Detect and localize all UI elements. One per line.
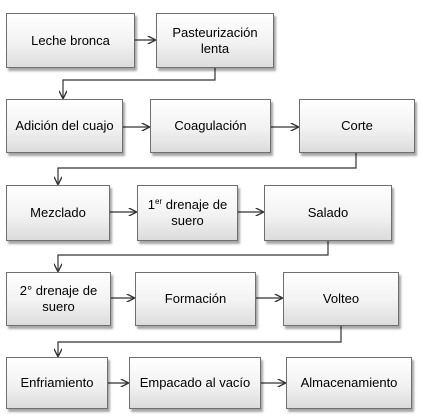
- arrow-s5-s6: [58, 153, 357, 184]
- step-volteo: Volteo: [283, 272, 399, 326]
- step-salado: Salado: [264, 185, 392, 241]
- step-label: 1er drenaje de suero: [142, 197, 233, 229]
- arrow-s2-s3: [63, 68, 216, 98]
- ordinal-superscript: er: [155, 197, 163, 206]
- step-label: Almacenamiento: [300, 375, 398, 390]
- ordinal-number: 1: [147, 197, 156, 212]
- step-coagulacion: Coagulación: [150, 99, 271, 153]
- step-adicion-cuajo: Adición del cuajo: [6, 99, 123, 153]
- step-formacion: Formación: [135, 272, 256, 326]
- step-label: Empacado al vacío: [139, 375, 251, 390]
- step-leche-bronca: Leche bronca: [6, 13, 135, 68]
- step-label: Volteo: [322, 291, 360, 306]
- step-almacenamiento: Almacenamiento: [286, 357, 412, 409]
- step-label: Salado: [307, 205, 349, 220]
- step-label: Enfriamiento: [20, 375, 94, 390]
- step-corte: Corte: [299, 99, 415, 153]
- step-primer-drenaje-suero: 1er drenaje de suero: [137, 185, 238, 241]
- step-label: Formación: [164, 291, 227, 306]
- step-label: 2° drenaje de suero: [19, 283, 98, 314]
- arrow-s8-s9: [58, 241, 329, 271]
- step-empacado-al-vacio: Empacado al vacío: [129, 357, 261, 409]
- step-label-rest: drenaje de suero: [162, 197, 228, 228]
- arrow-s11-s12: [58, 326, 342, 356]
- step-label: Mezclado: [30, 205, 86, 220]
- step-label: Leche bronca: [31, 32, 110, 48]
- step-label: Corte: [341, 118, 373, 133]
- step-pasteurizacion-lenta: Pasteurización lenta: [156, 13, 274, 68]
- step-label: Adición del cuajo: [15, 118, 114, 133]
- step-label: Coagulación: [174, 118, 247, 133]
- step-label: Pasteurización lenta: [172, 24, 258, 56]
- step-enfriamiento: Enfriamiento: [6, 357, 108, 409]
- step-mezclado: Mezclado: [6, 185, 110, 241]
- step-segundo-drenaje-suero: 2° drenaje de suero: [6, 272, 111, 326]
